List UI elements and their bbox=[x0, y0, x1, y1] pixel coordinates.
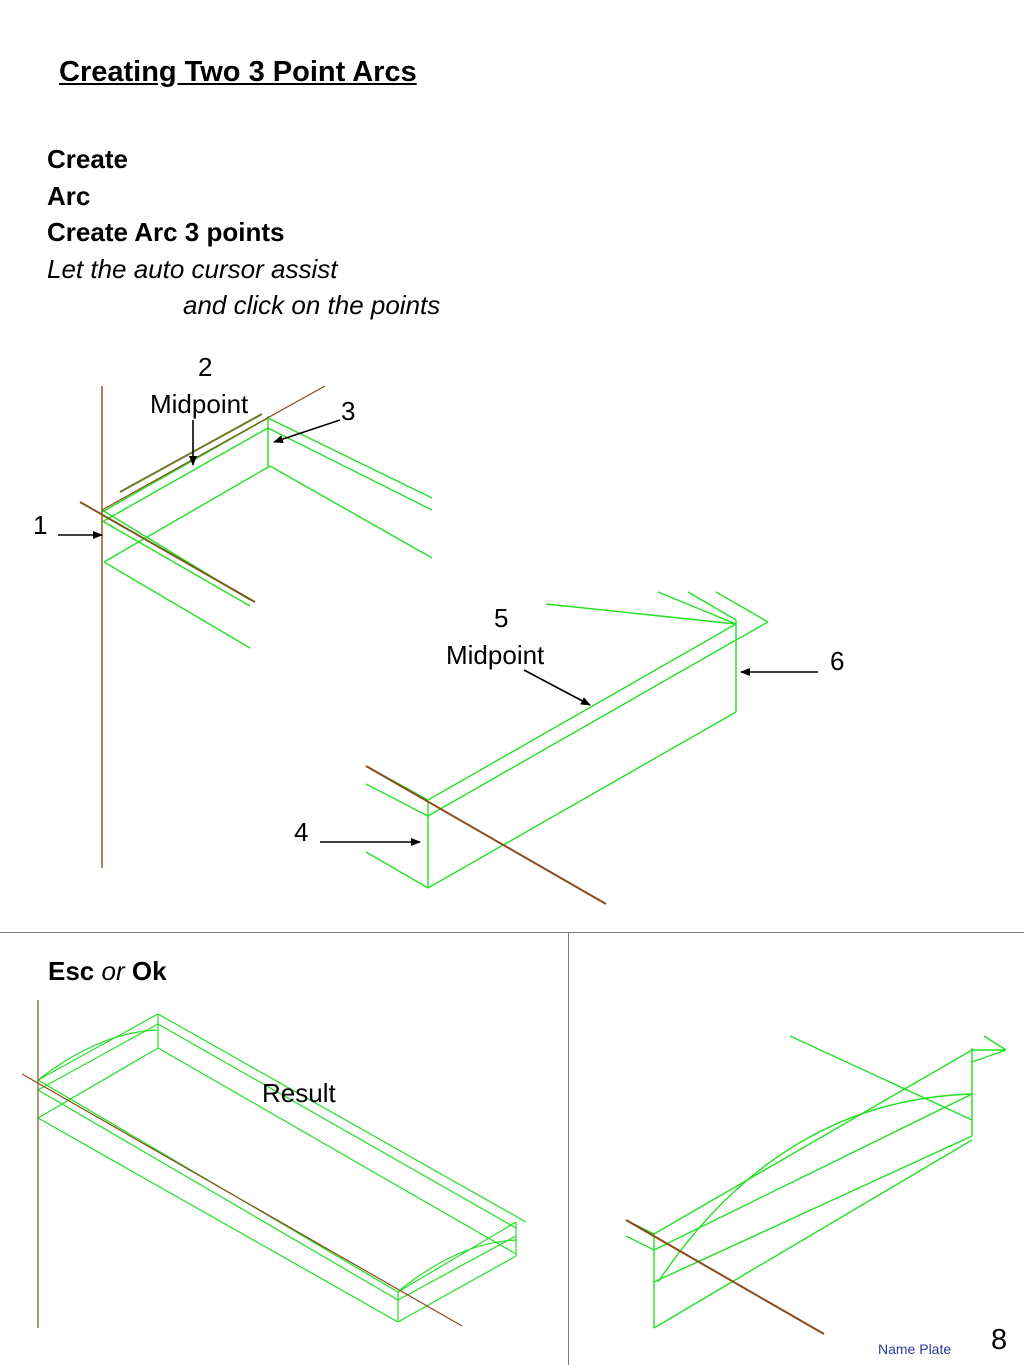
footer-caption: Name Plate bbox=[878, 1341, 952, 1357]
figure-top-left bbox=[101, 416, 433, 649]
point-label-3: 3 bbox=[341, 396, 356, 426]
finish-instruction: Esc or Ok bbox=[48, 956, 167, 987]
page-title: Creating Two 3 Point Arcs bbox=[59, 56, 417, 88]
figure-middle bbox=[365, 591, 769, 889]
point-label-2-midpoint: Midpoint bbox=[150, 389, 249, 419]
step-instruction-1: Let the auto cursor assist bbox=[47, 254, 338, 284]
or-label: or bbox=[101, 956, 125, 986]
step-create-arc-3-points: Create Arc 3 points bbox=[47, 217, 285, 247]
step-arc: Arc bbox=[47, 181, 91, 211]
point-label-4: 4 bbox=[294, 817, 309, 847]
step-instruction-2: and click on the points bbox=[183, 290, 441, 320]
esc-key-label: Esc bbox=[48, 956, 95, 986]
step-create: Create bbox=[47, 144, 128, 174]
point-label-1: 1 bbox=[33, 510, 48, 540]
horizontal-divider bbox=[0, 932, 1024, 933]
vertical-divider bbox=[568, 932, 569, 1365]
point-label-2: 2 bbox=[198, 352, 213, 382]
figure-result-left bbox=[37, 1013, 527, 1323]
result-label: Result bbox=[262, 1078, 336, 1108]
page-number: 8 bbox=[991, 1324, 1008, 1356]
figure-result-right bbox=[625, 1035, 1007, 1329]
point-label-6: 6 bbox=[830, 646, 845, 676]
point-label-5: 5 bbox=[494, 603, 509, 633]
point-label-5-midpoint: Midpoint bbox=[446, 640, 545, 670]
ok-key-label: Ok bbox=[131, 956, 167, 986]
